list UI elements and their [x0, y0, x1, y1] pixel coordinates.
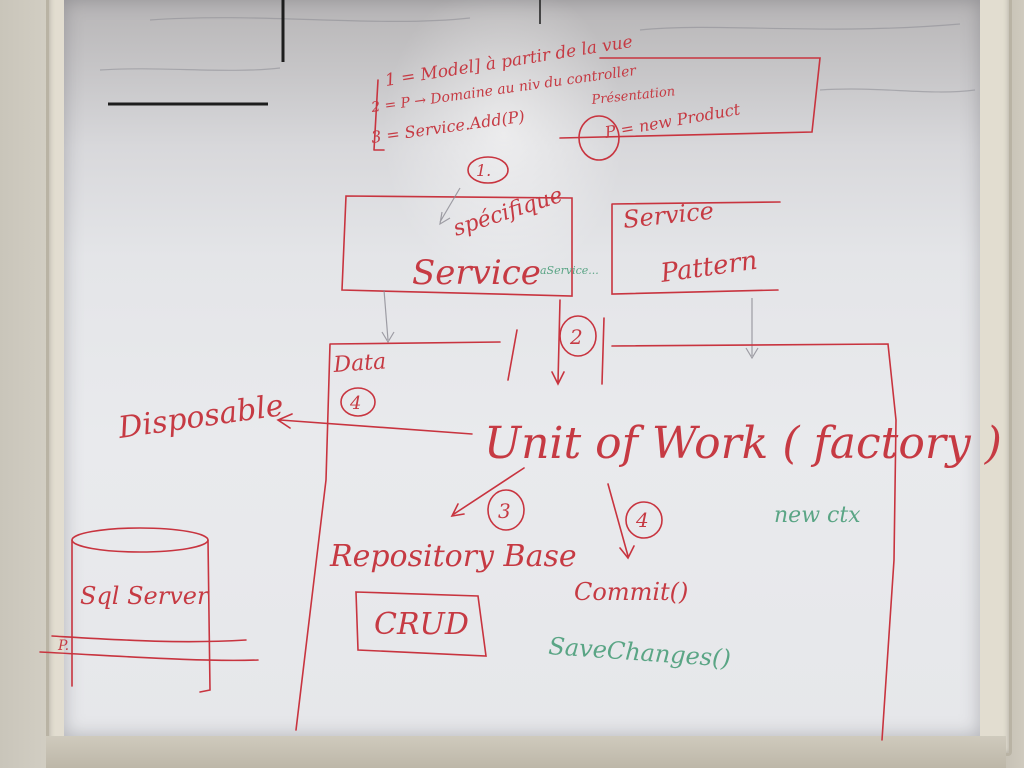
data-layer-label: Data [332, 349, 387, 378]
new-ctx-label: new ctx [774, 503, 861, 528]
service-specific-box [341, 195, 573, 297]
note-p-circle [578, 115, 620, 161]
step-2-tick-right [601, 317, 605, 385]
note-line-2b: Présentation [590, 84, 676, 108]
step-4-dispose-label: 4 [349, 393, 361, 414]
whiteboard-surface [64, 0, 980, 736]
arrow-step1 [439, 187, 461, 226]
database-label: Sql Server [80, 582, 210, 610]
disposable-label: Disposable [115, 388, 285, 446]
save-changes-label: SaveChanges() [548, 632, 732, 673]
crud-label: CRUD [374, 607, 469, 642]
service-specific-title: spécifique [450, 183, 566, 242]
arrow-pattern-to-data [745, 298, 759, 360]
step-1-circle [467, 156, 509, 184]
arrow-service-to-data [381, 289, 395, 344]
arrow-step-3 [450, 467, 525, 518]
step-1-label: 1. [476, 161, 491, 180]
step-3-circle [487, 489, 525, 531]
step-3-label: 3 [498, 499, 511, 523]
step-4-circle [625, 501, 663, 539]
notes-box [559, 57, 821, 139]
whiteboard-ledge [46, 736, 1006, 768]
crud-box [355, 591, 487, 657]
service-pattern-title: Service [622, 197, 715, 234]
database-cylinder [39, 527, 259, 693]
arrow-to-disposable [276, 413, 473, 435]
service-pattern-label: Pattern [658, 246, 760, 289]
erased-ghost-marks [99, 17, 976, 93]
step-2-tick-left [507, 329, 518, 381]
service-pattern-box [611, 201, 781, 295]
service-specific-note: aService... [540, 264, 599, 277]
step-4-dispose-circle [340, 387, 376, 417]
service-specific-label: Service [412, 253, 541, 293]
database-mark: P. [57, 638, 69, 654]
step-2-circle [559, 315, 597, 357]
repository-label: Repository Base [329, 539, 577, 574]
unit-of-work-label: Unit of Work ( factory ) [484, 418, 1002, 469]
arrow-step-2 [551, 299, 565, 386]
notes-bracket [373, 79, 385, 151]
arrow-step-4 [607, 483, 635, 560]
step-4-label: 4 [635, 508, 649, 532]
step-2-label: 2 [569, 325, 583, 349]
commit-label: Commit() [574, 578, 688, 606]
data-layer-box [295, 341, 897, 741]
